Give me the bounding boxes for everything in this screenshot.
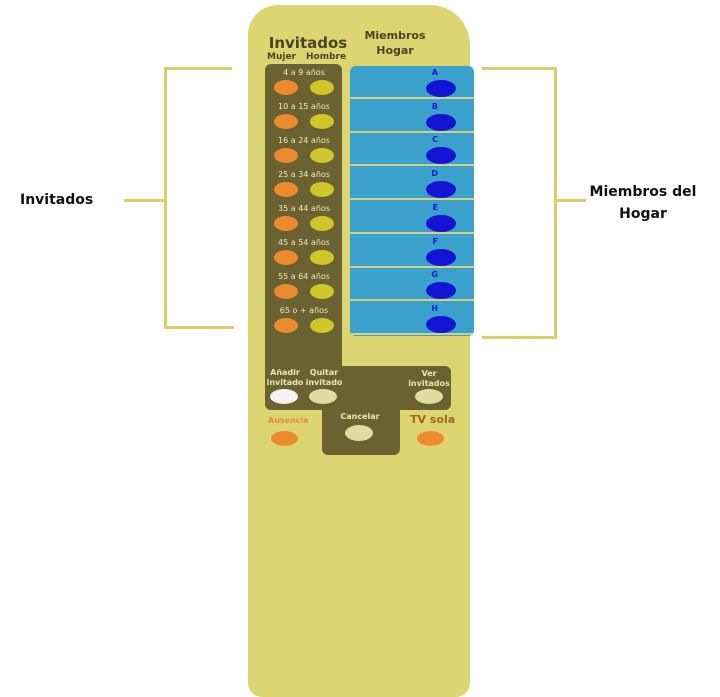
absence-button[interactable] [271, 431, 298, 446]
absence-label: Ausencia [268, 416, 309, 425]
male-label: Hombre [306, 52, 347, 62]
guests-bracket-bottom [164, 326, 234, 329]
member-button[interactable] [426, 181, 456, 199]
members-bracket-top [482, 67, 557, 70]
member-row: E [350, 201, 474, 234]
female-guest-button[interactable] [274, 250, 298, 265]
member-button[interactable] [426, 80, 456, 97]
member-letter: G [431, 270, 438, 280]
member-button[interactable] [426, 282, 456, 300]
member-row: F [350, 235, 474, 268]
cancel-button[interactable] [345, 425, 373, 441]
tv-alone-button[interactable] [417, 431, 444, 446]
male-guest-button[interactable] [310, 216, 334, 231]
male-guest-button[interactable] [310, 250, 334, 265]
member-letter: A [431, 68, 438, 77]
members-bracket-bottom [482, 336, 557, 339]
members-bracket-vertical [554, 67, 557, 339]
female-guest-button[interactable] [274, 80, 298, 95]
male-guest-button[interactable] [310, 114, 334, 129]
member-letter: F [432, 236, 438, 246]
remove-guest-label: Quitar invitado [305, 368, 343, 387]
male-guest-button[interactable] [310, 182, 334, 197]
add-guest-label: Añadir invitado [266, 368, 304, 387]
member-row: G [350, 268, 474, 302]
member-row: C [350, 133, 474, 167]
age-group-label: 16 a 24 años [278, 136, 330, 145]
member-row: D [350, 167, 474, 201]
guests-title: Invitados [268, 34, 348, 52]
cancel-label: Cancelar [340, 412, 380, 421]
member-button[interactable] [426, 248, 456, 266]
male-guest-button[interactable] [310, 148, 334, 163]
age-group-label: 25 a 34 años [278, 170, 330, 179]
member-letter: B [431, 101, 438, 111]
male-guest-button[interactable] [310, 284, 334, 299]
remove-guest-button[interactable] [309, 389, 337, 404]
female-guest-button[interactable] [274, 318, 298, 333]
member-button[interactable] [426, 147, 456, 165]
female-guest-button[interactable] [274, 148, 298, 163]
member-button[interactable] [426, 113, 456, 131]
member-letter: C [432, 135, 438, 145]
female-guest-button[interactable] [274, 114, 298, 129]
members-label: Miembros del Hogar [589, 184, 697, 222]
age-group-label: 55 a 64 años [278, 272, 330, 281]
age-group-label: 65 o + años [279, 306, 329, 315]
female-guest-button[interactable] [274, 182, 298, 197]
member-letter: E [432, 202, 438, 212]
view-guests-button[interactable] [415, 389, 443, 404]
male-guest-button[interactable] [310, 80, 334, 95]
guests-bracket-vertical [164, 67, 167, 329]
female-label: Mujer [267, 52, 296, 62]
household-title: Miembros Hogar [364, 29, 426, 57]
guests-bracket-top [164, 67, 232, 70]
age-group-label: 4 a 9 años [283, 68, 325, 77]
guests-bracket-pointer [124, 199, 166, 202]
age-group-label: 35 a 44 años [278, 204, 330, 213]
members-bracket-pointer [554, 199, 586, 202]
member-letter: D [431, 169, 438, 179]
add-guest-button[interactable] [270, 389, 298, 404]
member-button[interactable] [426, 214, 456, 232]
member-row: A [350, 66, 474, 99]
male-guest-button[interactable] [310, 318, 334, 333]
age-group-label: 10 a 15 años [278, 102, 330, 111]
member-row: H [350, 302, 474, 335]
female-guest-button[interactable] [274, 216, 298, 231]
member-button[interactable] [426, 315, 456, 333]
tv-alone-label: TV sola [410, 413, 456, 426]
guests-label: Invitados [20, 192, 94, 208]
member-row: B [350, 100, 474, 133]
member-letter: H [431, 303, 438, 313]
view-guests-label: Ver invitados [408, 369, 450, 388]
household-panel: A B C D E F G H [350, 66, 474, 336]
female-guest-button[interactable] [274, 284, 298, 299]
age-group-label: 45 a 54 años [278, 238, 330, 247]
